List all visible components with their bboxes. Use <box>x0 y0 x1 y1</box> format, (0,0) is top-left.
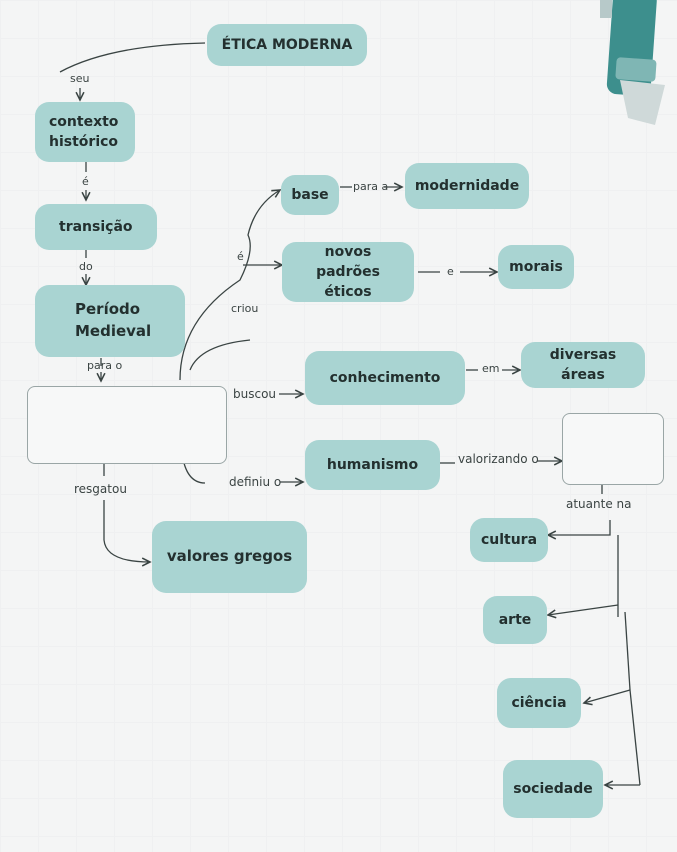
node-ciencia: ciência <box>497 678 581 728</box>
node-conhecimento: conhecimento <box>305 351 465 405</box>
link-label-para-o: para o <box>87 359 123 372</box>
link-label-para-a: para a <box>353 180 389 193</box>
node-valores-gregos: valores gregos <box>152 521 307 593</box>
link-label-e-conj: e <box>447 265 454 278</box>
node-sociedade: sociedade <box>503 760 603 818</box>
node-base: base <box>281 175 339 215</box>
link-label-definiu-o: definiu o <box>229 475 282 489</box>
link-label-valorizando-o: valorizando o <box>458 452 539 466</box>
link-label-resgatou: resgatou <box>74 482 127 496</box>
empty-answer-box-right[interactable] <box>562 413 664 485</box>
node-contexto-historico: contexto histórico <box>35 102 135 162</box>
pen-decoration <box>600 0 665 125</box>
node-periodo-medieval: Período Medieval <box>35 285 185 357</box>
link-label-em: em <box>482 362 500 375</box>
node-transicao: transição <box>35 204 157 250</box>
node-morais: morais <box>498 245 574 289</box>
node-arte: arte <box>483 596 547 644</box>
link-label-do: do <box>79 260 93 273</box>
node-title: ÉTICA MODERNA <box>207 24 367 66</box>
link-label-buscou: buscou <box>233 387 277 401</box>
link-label-seu: seu <box>70 72 90 85</box>
empty-answer-box-left[interactable] <box>27 386 227 464</box>
link-label-e-upper: é <box>82 175 89 188</box>
link-label-criou: criou <box>231 302 259 315</box>
node-diversas-areas: diversas áreas <box>521 342 645 388</box>
node-humanismo: humanismo <box>305 440 440 490</box>
node-modernidade: modernidade <box>405 163 529 209</box>
link-label-atuante-na: atuante na <box>566 497 632 511</box>
link-label-e-middle: é <box>237 250 244 263</box>
node-cultura: cultura <box>470 518 548 562</box>
node-novos-padroes-eticos: novos padrões éticos <box>282 242 414 302</box>
